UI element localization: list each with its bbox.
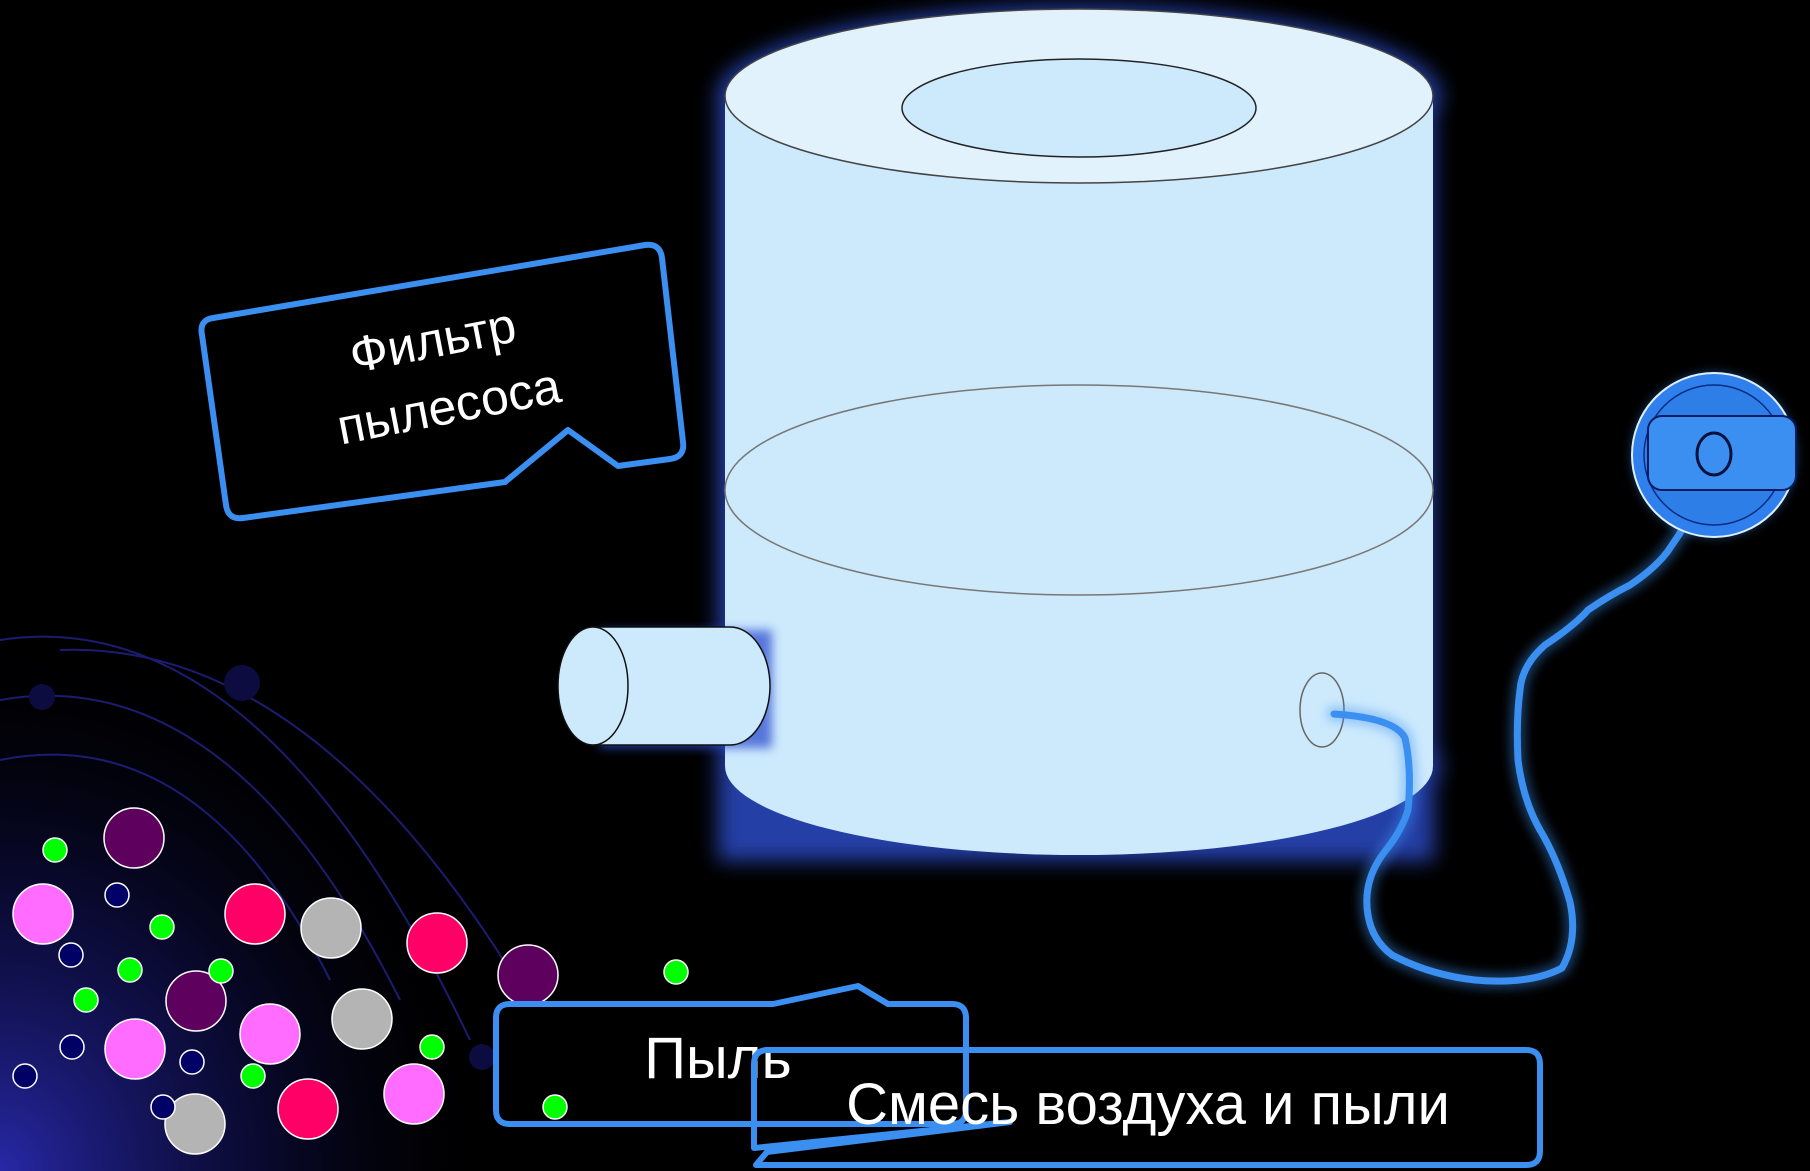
filter-callout: Фильтр пылесоса	[198, 241, 687, 522]
wall-socket	[1631, 372, 1797, 538]
particle	[150, 1094, 176, 1120]
particle	[277, 1078, 339, 1140]
particle	[73, 987, 99, 1013]
mix-label: Смесь воздуха и пыли	[846, 1072, 1450, 1137]
inlet-pipe-opening	[557, 626, 629, 746]
filter-boundary	[724, 384, 1434, 596]
particle	[331, 988, 393, 1050]
filter-callout-box	[198, 241, 687, 522]
mix-callout: Смесь воздуха и пыли	[751, 1047, 1543, 1168]
particle	[406, 912, 468, 974]
particle	[58, 942, 84, 968]
particle	[42, 837, 68, 863]
particle	[239, 1003, 301, 1065]
particle	[164, 1093, 226, 1155]
particle	[497, 944, 559, 1006]
decorative-dot	[29, 684, 55, 710]
decorative-dot	[224, 665, 260, 701]
particle	[179, 1049, 205, 1075]
particle	[117, 957, 143, 983]
particle	[419, 1034, 445, 1060]
particle	[12, 883, 74, 945]
corner-glow	[0, 560, 560, 1171]
power-cord	[1326, 447, 1724, 990]
particle	[59, 1034, 85, 1060]
particle	[104, 1018, 166, 1080]
container-body	[725, 96, 1433, 855]
dust-callout-box	[493, 983, 969, 1127]
particle	[12, 1063, 38, 1089]
particle	[208, 958, 234, 984]
particle	[165, 970, 227, 1032]
vacuum-container	[724, 8, 1434, 855]
container-top-opening	[901, 58, 1257, 158]
dust-callout: Пыль	[493, 983, 969, 1127]
decorative-swoosh-lines	[0, 635, 541, 1041]
particle	[300, 897, 362, 959]
mix-callout-box	[751, 1047, 1543, 1168]
particle	[240, 1063, 266, 1089]
dust-particles	[12, 807, 689, 1155]
plug-hole	[1695, 431, 1733, 477]
particle	[104, 882, 130, 908]
particle	[542, 1094, 568, 1120]
particle	[383, 1063, 445, 1125]
particle	[103, 807, 165, 869]
decorative-dot	[469, 1044, 495, 1070]
particle	[663, 959, 689, 985]
inlet-pipe	[557, 626, 772, 748]
particle	[224, 883, 286, 945]
dust-label: Пыль	[644, 1026, 791, 1091]
particle	[149, 914, 175, 940]
